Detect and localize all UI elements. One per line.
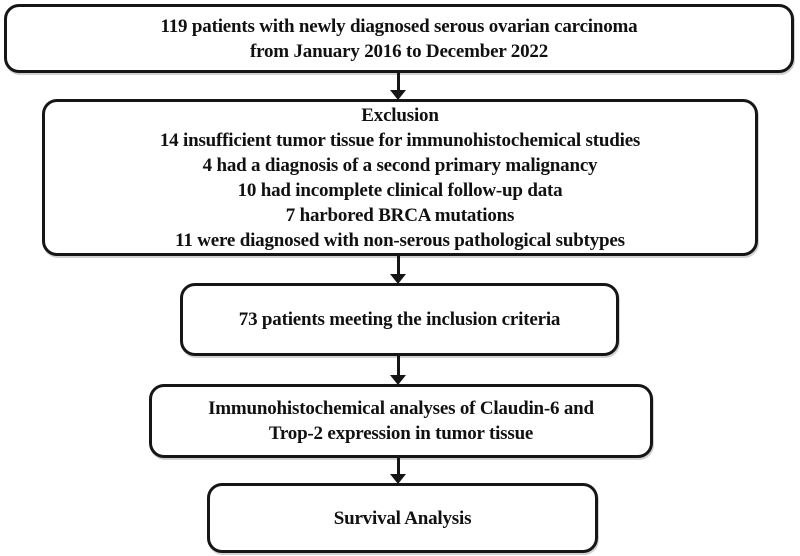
- flow-box-text-line: Immunohistochemical analyses of Claudin-…: [208, 398, 594, 419]
- arrow-head-icon: [390, 274, 406, 284]
- flow-box-text-line: 73 patients meeting the inclusion criter…: [238, 309, 561, 330]
- flow-box-text-line: 14 insufficient tumor tissue for immunoh…: [159, 129, 641, 151]
- flow-arrow-down: [389, 457, 407, 484]
- flow-box-exclusion: Exclusion 14 insufficient tumor tissue f…: [42, 99, 758, 256]
- flow-arrow-down: [389, 355, 407, 385]
- flow-box-text-line: Exclusion: [361, 104, 439, 126]
- arrow-stem: [396, 355, 400, 375]
- flow-box-text-line: from January 2016 to December 2022: [249, 40, 549, 62]
- flow-box-text-line: 10 had incomplete clinical follow-up dat…: [237, 179, 563, 201]
- arrow-stem: [396, 255, 400, 274]
- flow-box-text-line: 4 had a diagnosis of a second primary ma…: [202, 154, 598, 176]
- flow-arrow-down: [389, 72, 407, 100]
- flow-box-text-line: 119 patients with newly diagnosed serous…: [160, 15, 638, 37]
- flow-box-text-line: 11 were diagnosed with non-serous pathol…: [175, 229, 625, 251]
- arrow-stem: [396, 457, 400, 474]
- flow-box-text-line: Trop-2 expression in tumor tissue: [268, 423, 534, 444]
- flow-box-text-line: Survival Analysis: [333, 507, 472, 529]
- flow-box-ihc-analysis: Immunohistochemical analyses of Claudin-…: [149, 384, 653, 458]
- flow-box-inclusion: 73 patients meeting the inclusion criter…: [180, 283, 619, 356]
- flow-box-text-line: 7 harbored BRCA mutations: [285, 204, 515, 226]
- arrow-head-icon: [390, 474, 406, 484]
- arrow-head-icon: [390, 90, 406, 100]
- flow-box-cohort: 119 patients with newly diagnosed serous…: [4, 4, 794, 73]
- flow-box-survival-analysis: Survival Analysis: [207, 483, 598, 553]
- arrow-stem: [396, 72, 400, 90]
- flow-arrow-down: [389, 255, 407, 284]
- arrow-head-icon: [390, 375, 406, 385]
